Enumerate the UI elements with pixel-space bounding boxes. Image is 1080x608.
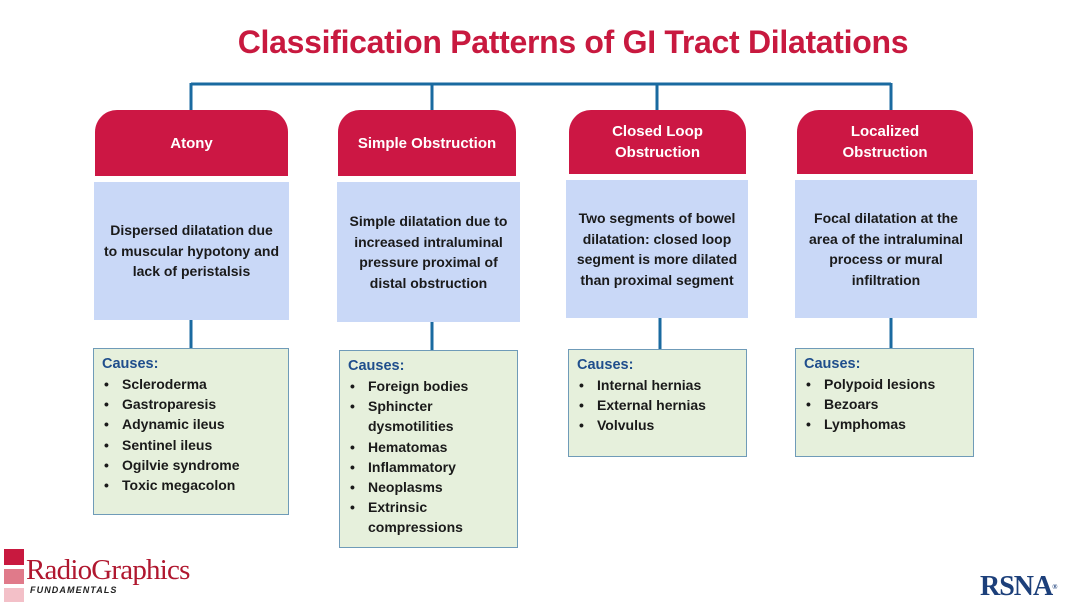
radiographics-logo: RadioGraphics FUNDAMENTALS — [4, 549, 234, 605]
list-item: Hematomas — [348, 437, 509, 457]
radiographics-logo-text: RadioGraphics — [26, 554, 190, 586]
causes-box-closed-loop-obstruction: Causes: Internal hernias External hernia… — [568, 349, 747, 457]
list-item: Neoplasms — [348, 477, 509, 497]
causes-title: Causes: — [348, 358, 405, 374]
list-item: Adynamic ileus — [102, 414, 280, 434]
radiographics-logo-subtitle: FUNDAMENTALS — [30, 585, 118, 595]
category-description-simple-obstruction: Simple dilatation due to increased intra… — [337, 182, 520, 322]
list-item: Polypoid lesions — [804, 374, 965, 394]
category-header-closed-loop-obstruction: Closed Loop Obstruction — [569, 110, 746, 174]
list-item: Internal hernias — [577, 375, 738, 395]
category-header-atony: Atony — [95, 110, 288, 176]
list-item: Gastroparesis — [102, 394, 280, 414]
list-item: Ogilvie syndrome — [102, 455, 280, 475]
list-item: Lymphomas — [804, 414, 965, 434]
page-title: Classification Patterns of GI Tract Dila… — [237, 24, 909, 60]
causes-list: Polypoid lesions Bezoars Lymphomas — [804, 374, 965, 435]
radiographics-logo-mark — [4, 549, 24, 603]
list-item: Sphincter dysmotilities — [348, 396, 509, 436]
causes-box-atony: Causes: Scleroderma Gastroparesis Adynam… — [93, 348, 289, 515]
list-item: Scleroderma — [102, 374, 280, 394]
causes-title: Causes: — [804, 356, 861, 372]
list-item: Inflammatory — [348, 457, 509, 477]
list-item: Volvulus — [577, 415, 738, 435]
causes-list: Scleroderma Gastroparesis Adynamic ileus… — [102, 374, 280, 495]
list-item: Foreign bodies — [348, 376, 509, 396]
category-description-localized-obstruction: Focal dilatation at the area of the intr… — [795, 180, 977, 318]
category-description-atony: Dispersed dilatation due to muscular hyp… — [94, 182, 289, 320]
rsna-logo-text: RSNA — [980, 571, 1053, 602]
category-header-localized-obstruction: Localized Obstruction — [797, 110, 973, 174]
causes-box-localized-obstruction: Causes: Polypoid lesions Bezoars Lymphom… — [795, 348, 974, 457]
registered-mark-icon: ® — [1052, 583, 1057, 591]
category-header-simple-obstruction: Simple Obstruction — [338, 110, 516, 176]
causes-title: Causes: — [577, 357, 634, 373]
category-description-closed-loop-obstruction: Two segments of bowel dilatation: closed… — [566, 180, 748, 318]
rsna-logo: RSNA® — [980, 571, 1058, 602]
list-item: External hernias — [577, 395, 738, 415]
causes-list: Internal hernias External hernias Volvul… — [577, 375, 738, 436]
causes-title: Causes: — [102, 356, 159, 372]
list-item: Toxic megacolon — [102, 475, 280, 495]
list-item: Bezoars — [804, 394, 965, 414]
causes-list: Foreign bodies Sphincter dysmotilities H… — [348, 376, 509, 538]
causes-box-simple-obstruction: Causes: Foreign bodies Sphincter dysmoti… — [339, 350, 518, 548]
list-item: Sentinel ileus — [102, 435, 280, 455]
list-item: Extrinsic compressions — [348, 497, 509, 537]
